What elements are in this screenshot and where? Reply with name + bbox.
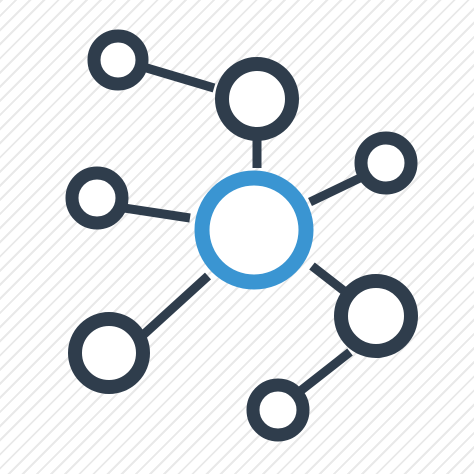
connector-line — [309, 262, 351, 298]
node-circle — [68, 312, 150, 394]
connector-line — [308, 173, 362, 207]
node-circle — [246, 378, 310, 442]
connector-lines — [123, 61, 362, 396]
node-circle — [215, 57, 299, 141]
connector-line — [138, 61, 216, 93]
connector-line — [296, 348, 353, 396]
hub-circle — [194, 170, 314, 290]
node-circle — [334, 274, 418, 358]
node-circle — [65, 166, 129, 230]
node-circle — [354, 131, 418, 195]
network-nodes — [65, 29, 418, 442]
node-circle — [87, 29, 149, 91]
connector-line — [138, 272, 212, 340]
connector-line — [123, 203, 191, 223]
